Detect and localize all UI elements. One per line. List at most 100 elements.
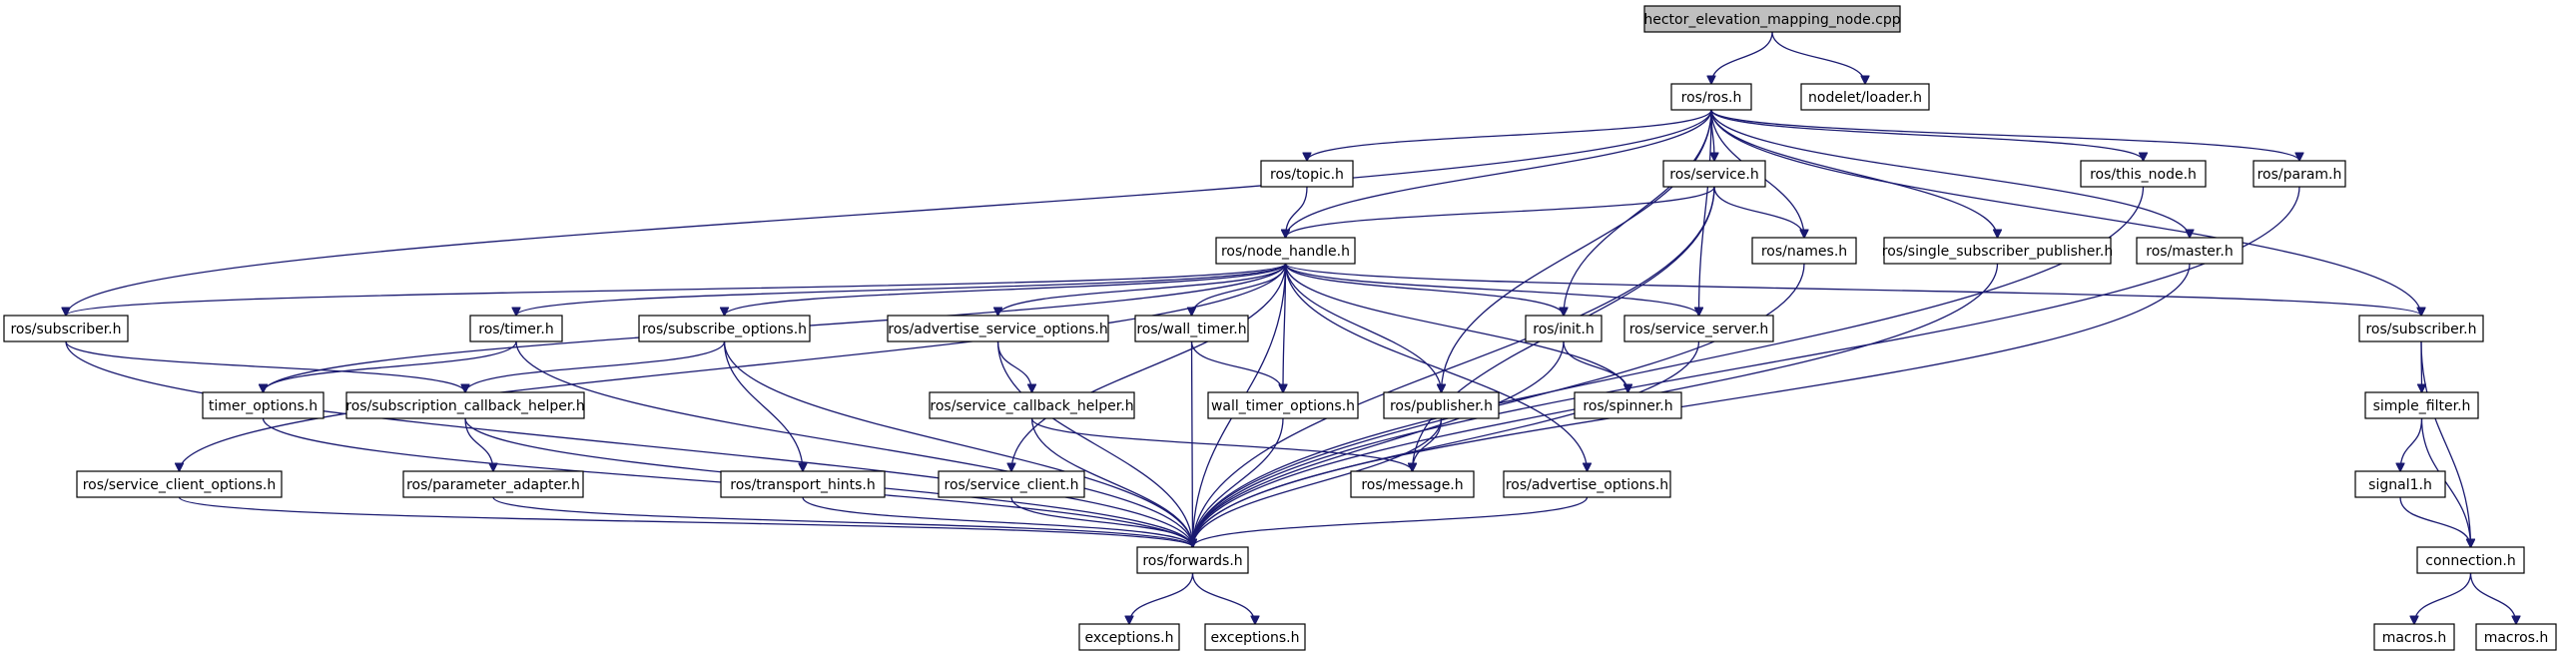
node-init[interactable]: ros/init.h [1525, 315, 1603, 342]
node-label: wall_timer_options.h [1211, 398, 1355, 414]
node-subscriber-l[interactable]: ros/subscriber.h [3, 315, 129, 342]
node-box[interactable] [2373, 623, 2455, 651]
node-box[interactable] [1260, 160, 1354, 188]
node-box[interactable] [1883, 237, 2112, 265]
node-simple-filter[interactable]: simple_filter.h [2364, 391, 2479, 419]
edge-root-to-loader [1771, 31, 1865, 84]
node-sub-cb-helper[interactable]: ros/subscription_callback_helper.h [345, 391, 585, 419]
node-srv-client-opts[interactable]: ros/service_client_options.h [76, 470, 283, 498]
node-box[interactable] [1643, 5, 1901, 33]
node-service-client[interactable]: ros/service_client.h [938, 470, 1085, 498]
node-macros1[interactable]: macros.h [2373, 623, 2455, 651]
node-spinner[interactable]: ros/spinner.h [1574, 391, 1682, 419]
node-box[interactable] [2253, 160, 2346, 188]
node-label: ros/this_node.h [2090, 167, 2197, 183]
node-srv-cb-helper[interactable]: ros/service_callback_helper.h [929, 391, 1135, 419]
node-topic[interactable]: ros/topic.h [1260, 160, 1354, 188]
node-connection[interactable]: connection.h [2416, 546, 2525, 574]
node-ros[interactable]: ros/ros.h [1670, 83, 1752, 111]
node-box[interactable] [202, 391, 324, 419]
edge-ros-to-service_server [1699, 109, 1712, 316]
node-transport-hints[interactable]: ros/transport_hints.h [720, 470, 886, 498]
node-subscribe-options[interactable]: ros/subscribe_options.h [638, 315, 811, 342]
node-label: exceptions.h [1084, 630, 1173, 646]
node-box[interactable] [1574, 391, 1682, 419]
node-box[interactable] [2416, 546, 2525, 574]
edge-publisher-to-forwards [1193, 417, 1443, 547]
node-box[interactable] [1136, 546, 1249, 574]
node-loader[interactable]: nodelet/loader.h [1800, 83, 1930, 111]
node-service[interactable]: ros/service.h [1662, 160, 1766, 188]
node-box[interactable] [402, 470, 584, 498]
node-box[interactable] [3, 315, 129, 342]
node-box[interactable] [1134, 315, 1249, 342]
node-label: ros/service_server.h [1629, 322, 1769, 337]
node-this-node[interactable]: ros/this_node.h [2080, 160, 2207, 188]
node-box[interactable] [1350, 470, 1475, 498]
edge-ros-to-topic [1307, 109, 1712, 161]
edge-node_handle-to-service_server [1284, 263, 1699, 316]
node-exceptions1[interactable]: exceptions.h [1078, 623, 1180, 651]
node-macros2[interactable]: macros.h [2475, 623, 2557, 651]
edge-node_handle-to-publisher [1284, 263, 1442, 392]
edge-init-to-forwards [1193, 340, 1565, 547]
node-box[interactable] [2080, 160, 2207, 188]
node-adv-srv-opts[interactable]: ros/advertise_service_options.h [887, 315, 1109, 342]
node-service-server[interactable]: ros/service_server.h [1623, 315, 1774, 342]
edge-signal1-to-connection [2399, 496, 2471, 547]
node-forwards[interactable]: ros/forwards.h [1136, 546, 1249, 574]
node-label: ros/transport_hints.h [730, 477, 875, 493]
edge-node_handle-to-subscribe_options [725, 263, 1287, 317]
node-box[interactable] [1215, 237, 1356, 265]
node-master[interactable]: ros/master.h [2136, 237, 2244, 265]
node-wall-timer[interactable]: ros/wall_timer.h [1134, 315, 1249, 342]
node-box[interactable] [887, 315, 1109, 342]
node-exceptions2[interactable]: exceptions.h [1204, 623, 1306, 651]
node-adv-opts[interactable]: ros/advertise_options.h [1503, 470, 1671, 498]
node-box[interactable] [929, 391, 1135, 419]
node-timer[interactable]: ros/timer.h [469, 315, 563, 342]
node-label: ros/timer.h [478, 322, 553, 337]
node-box[interactable] [1751, 237, 1857, 265]
node-timer-options[interactable]: timer_options.h [202, 391, 324, 419]
edge-srv_client_opts-to-forwards [178, 496, 1193, 547]
node-box[interactable] [1204, 623, 1306, 651]
node-message[interactable]: ros/message.h [1350, 470, 1475, 498]
node-box[interactable] [1670, 83, 1752, 111]
node-root[interactable]: hector_elevation_mapping_node.cpp [1643, 5, 1901, 33]
node-node-handle[interactable]: ros/node_handle.h [1215, 237, 1356, 265]
node-box[interactable] [1623, 315, 1774, 342]
node-box[interactable] [345, 391, 585, 419]
edge-subscribe_options-to-forwards [723, 340, 1193, 547]
node-wall-timer-options[interactable]: wall_timer_options.h [1207, 391, 1359, 419]
node-box[interactable] [2136, 237, 2244, 265]
node-box[interactable] [1503, 470, 1671, 498]
node-param-adapter[interactable]: ros/parameter_adapter.h [402, 470, 584, 498]
node-box[interactable] [1078, 623, 1180, 651]
node-box[interactable] [2364, 391, 2479, 419]
node-box[interactable] [469, 315, 563, 342]
node-box[interactable] [2358, 315, 2484, 342]
node-box[interactable] [1662, 160, 1766, 188]
node-label: ros/advertise_options.h [1506, 477, 1668, 493]
node-ssp[interactable]: ros/single_subscriber_publisher.h [1882, 237, 2113, 265]
node-box[interactable] [2354, 470, 2446, 498]
node-box[interactable] [638, 315, 811, 342]
node-signal1[interactable]: signal1.h [2354, 470, 2446, 498]
edge-node_handle-to-service_client [1011, 263, 1287, 471]
node-names[interactable]: ros/names.h [1751, 237, 1857, 265]
node-param[interactable]: ros/param.h [2253, 160, 2346, 188]
node-publisher[interactable]: ros/publisher.h [1383, 391, 1500, 419]
node-box[interactable] [720, 470, 886, 498]
node-subscriber-r[interactable]: ros/subscriber.h [2358, 315, 2484, 342]
node-box[interactable] [76, 470, 283, 498]
edge-adv_opts-to-forwards [1193, 496, 1589, 547]
node-label: ros/service_client.h [945, 477, 1079, 493]
node-box[interactable] [1800, 83, 1930, 111]
node-box[interactable] [1383, 391, 1500, 419]
node-box[interactable] [1525, 315, 1603, 342]
node-box[interactable] [2475, 623, 2557, 651]
node-box[interactable] [938, 470, 1085, 498]
node-box[interactable] [1207, 391, 1359, 419]
